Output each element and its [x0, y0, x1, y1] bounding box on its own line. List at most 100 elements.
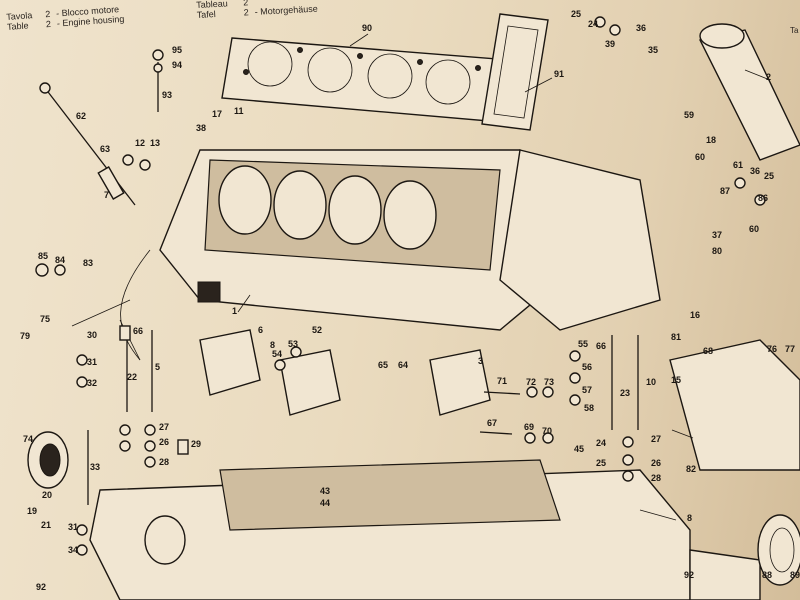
part-callout-93: 93	[162, 90, 172, 100]
part-callout-11: 11	[234, 106, 244, 116]
dowel-pins-illustration	[97, 166, 189, 455]
part-callout-92: 92	[684, 570, 694, 580]
part-callout-21: 21	[41, 520, 51, 530]
part-callout-92: 92	[36, 582, 46, 592]
part-callout-90: 90	[362, 23, 372, 33]
part-callout-8: 8	[687, 513, 692, 523]
studs-illustration	[87, 62, 639, 505]
part-callout-60: 60	[749, 224, 759, 234]
part-callout-16: 16	[690, 310, 700, 320]
part-callout-5: 5	[155, 362, 160, 372]
part-callout-64: 64	[398, 360, 408, 370]
part-callout-13: 13	[150, 138, 160, 148]
part-callout-25: 25	[764, 171, 774, 181]
part-callout-1: 1	[232, 306, 237, 316]
leader-lines	[71, 33, 771, 521]
part-callout-76: 76	[767, 344, 777, 354]
part-callout-91: 91	[554, 69, 564, 79]
part-callout-56: 56	[582, 362, 592, 372]
part-callout-8: 8	[270, 340, 275, 350]
part-callout-57: 57	[582, 385, 592, 395]
part-callout-66: 66	[133, 326, 143, 336]
part-callout-75: 75	[40, 314, 50, 324]
part-callout-28: 28	[159, 457, 169, 467]
part-callout-3: 3	[478, 356, 483, 366]
part-callout-24: 24	[588, 19, 598, 29]
part-callout-84: 84	[55, 255, 65, 265]
part-callout-6: 6	[258, 325, 263, 335]
part-callout-79: 79	[20, 331, 30, 341]
part-callout-19: 19	[27, 506, 37, 516]
part-callout-35: 35	[648, 45, 658, 55]
part-callout-38: 38	[196, 123, 206, 133]
part-callout-27: 27	[159, 422, 169, 432]
part-callout-22: 22	[127, 372, 137, 382]
part-callout-94: 94	[172, 60, 182, 70]
part-callout-43: 43	[320, 486, 330, 496]
part-callout-55: 55	[578, 339, 588, 349]
part-callout-32: 32	[87, 378, 97, 388]
part-callout-59: 59	[684, 110, 694, 120]
part-callout-74: 74	[23, 434, 33, 444]
part-callout-73: 73	[544, 377, 554, 387]
part-callout-85: 85	[38, 251, 48, 261]
part-callout-54: 54	[272, 349, 282, 359]
part-callout-15: 15	[671, 375, 681, 385]
part-callout-7: 7	[104, 190, 109, 200]
next-page-edge-label: Ta	[790, 26, 799, 35]
part-callout-44: 44	[320, 498, 330, 508]
timing-plate-illustration	[481, 13, 549, 131]
part-callout-53: 53	[288, 339, 298, 349]
part-callout-45: 45	[574, 444, 584, 454]
part-callout-70: 70	[542, 426, 552, 436]
part-callout-69: 69	[524, 422, 534, 432]
part-callout-71: 71	[497, 376, 507, 386]
rear-seal-illustration	[757, 514, 800, 586]
part-callout-88: 88	[762, 570, 772, 580]
part-callout-82: 82	[686, 464, 696, 474]
part-callout-30: 30	[87, 330, 97, 340]
part-callout-24: 24	[596, 438, 606, 448]
part-callout-77: 77	[785, 344, 795, 354]
part-callout-87: 87	[720, 186, 730, 196]
timing-cover-illustration	[669, 339, 800, 600]
part-callout-31: 31	[68, 522, 78, 532]
part-callout-95: 95	[172, 45, 182, 55]
part-callout-65: 65	[378, 360, 388, 370]
part-callout-81: 81	[671, 332, 681, 342]
part-callout-80: 80	[712, 246, 722, 256]
part-callout-25: 25	[571, 9, 581, 19]
part-callout-26: 26	[159, 437, 169, 447]
part-callout-36: 36	[750, 166, 760, 176]
part-callout-62: 62	[76, 111, 86, 121]
part-callout-12: 12	[135, 138, 145, 148]
main-bearing-caps-illustration	[199, 329, 491, 416]
part-callout-61: 61	[733, 160, 743, 170]
part-callout-63: 63	[100, 144, 110, 154]
part-callout-26: 26	[651, 458, 661, 468]
part-callout-66: 66	[596, 341, 606, 351]
part-callout-18: 18	[706, 135, 716, 145]
part-callout-33: 33	[90, 462, 100, 472]
part-callout-28: 28	[651, 473, 661, 483]
part-callout-36: 36	[636, 23, 646, 33]
cylinder-liner-illustration	[698, 23, 800, 161]
part-callout-86: 86	[758, 193, 768, 203]
part-callout-58: 58	[584, 403, 594, 413]
nuts-washers-illustration	[35, 16, 766, 556]
part-callout-37: 37	[712, 230, 722, 240]
part-callout-67: 67	[487, 418, 497, 428]
part-callout-31: 31	[87, 357, 97, 367]
part-callout-68: 68	[703, 346, 713, 356]
oil-seal-illustration	[27, 431, 69, 489]
part-callout-25: 25	[596, 458, 606, 468]
part-callout-72: 72	[526, 377, 536, 387]
part-callout-23: 23	[620, 388, 630, 398]
part-callout-89: 89	[790, 570, 800, 580]
part-callout-20: 20	[42, 490, 52, 500]
part-callout-52: 52	[312, 325, 322, 335]
part-callout-34: 34	[68, 545, 78, 555]
